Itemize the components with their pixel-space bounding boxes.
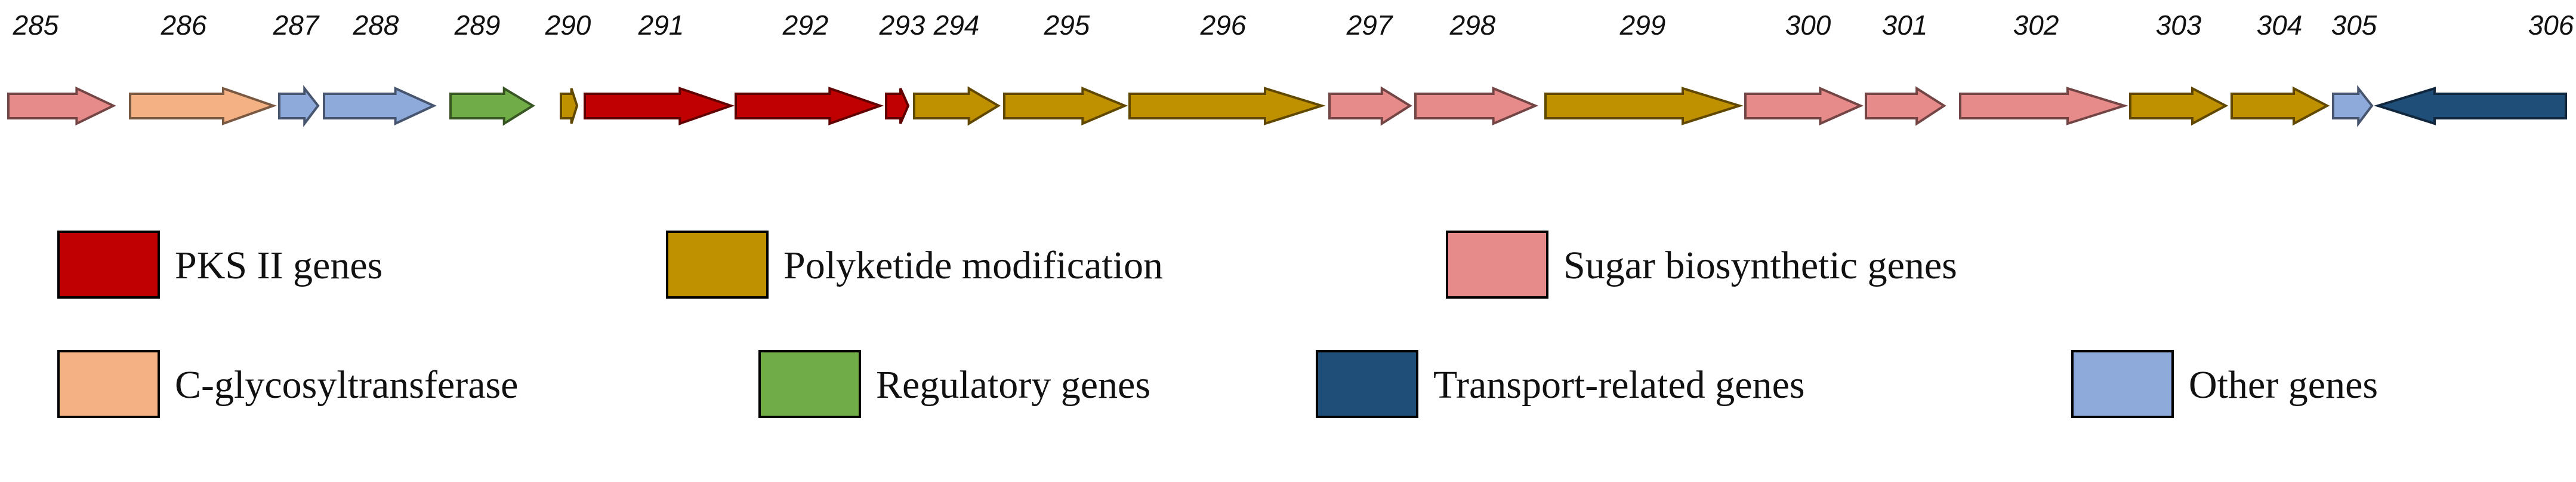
gene-arrow-294 <box>913 86 1001 126</box>
gene-label-299: 299 <box>1619 10 1666 41</box>
gene-label-291: 291 <box>638 10 684 41</box>
gene-arrow-295 <box>1003 87 1128 126</box>
gene-arrow-303 <box>2129 86 2229 126</box>
gene-arrow-302 <box>1959 87 2128 125</box>
gene-arrow-289 <box>449 86 535 126</box>
gene-label-295: 295 <box>1044 10 1090 41</box>
gene-label-294: 294 <box>933 10 980 41</box>
gene-label-290: 290 <box>545 10 591 41</box>
gene-label-289: 289 <box>454 10 501 41</box>
gene-label-306: 306 <box>2528 10 2574 41</box>
gene-arrow-306 <box>2374 87 2567 125</box>
legend-swatch-transport <box>1316 350 1418 418</box>
legend: PKS II genes Polyketide modification Sugar… <box>57 231 2378 418</box>
gene-label-304: 304 <box>2257 10 2303 41</box>
legend-label-other: Other genes <box>2189 363 2378 407</box>
gene-label-301: 301 <box>1882 10 1928 41</box>
gene-arrow-299 <box>1544 87 1744 125</box>
legend-label-pks: PKS II genes <box>175 244 382 287</box>
gene-arrow-291 <box>584 87 735 125</box>
legend-swatch-regulatory <box>758 350 861 418</box>
gene-arrow-292 <box>735 87 884 125</box>
gene-label-285: 285 <box>13 10 59 41</box>
legend-label-polyketide: Polyketide modification <box>783 244 1163 287</box>
gene-arrow-287 <box>278 85 320 127</box>
gene-arrow-301 <box>1865 86 1946 126</box>
gene-label-305: 305 <box>2331 10 2377 41</box>
gene-label-292: 292 <box>782 10 829 41</box>
gene-arrow-293 <box>885 88 910 124</box>
gene-arrow-288 <box>323 86 437 126</box>
gene-arrows: 285 286 287 288 289 290 291 292 293 294 295 296 297 2… <box>7 10 2574 127</box>
gene-arrow-286 <box>129 87 277 125</box>
gene-arrow-300 <box>1744 86 1864 126</box>
legend-swatch-sugar <box>1446 231 1548 299</box>
gene-label-300: 300 <box>1785 10 1831 41</box>
legend-label-sugar: Sugar biosynthetic genes <box>1563 244 1957 287</box>
gene-arrow-285 <box>7 86 116 126</box>
gene-arrow-298 <box>1414 87 1539 126</box>
legend-swatch-cglyco <box>57 350 160 418</box>
gene-label-286: 286 <box>161 10 207 41</box>
gene-label-302: 302 <box>2013 10 2059 41</box>
gene-label-288: 288 <box>353 10 399 41</box>
gene-label-293: 293 <box>879 10 925 41</box>
gene-label-296: 296 <box>1200 10 1247 41</box>
gene-label-297: 297 <box>1346 10 1393 41</box>
gene-arrow-296 <box>1128 87 1326 125</box>
gene-arrow-305 <box>2332 85 2374 127</box>
legend-label-cglyco: C-glycosyltransferase <box>175 363 518 407</box>
legend-swatch-other <box>2071 350 2174 418</box>
gene-arrow-290 <box>560 88 579 124</box>
legend-swatch-pks <box>57 231 160 299</box>
gene-label-298: 298 <box>1449 10 1496 41</box>
legend-swatch-polyketide <box>666 231 769 299</box>
gene-arrow-304 <box>2231 86 2330 126</box>
gene-label-303: 303 <box>2156 10 2202 41</box>
gene-label-287: 287 <box>273 10 320 41</box>
gene-arrow-297 <box>1328 86 1412 126</box>
legend-label-transport: Transport-related genes <box>1433 363 1805 407</box>
legend-label-regulatory: Regulatory genes <box>876 363 1150 407</box>
